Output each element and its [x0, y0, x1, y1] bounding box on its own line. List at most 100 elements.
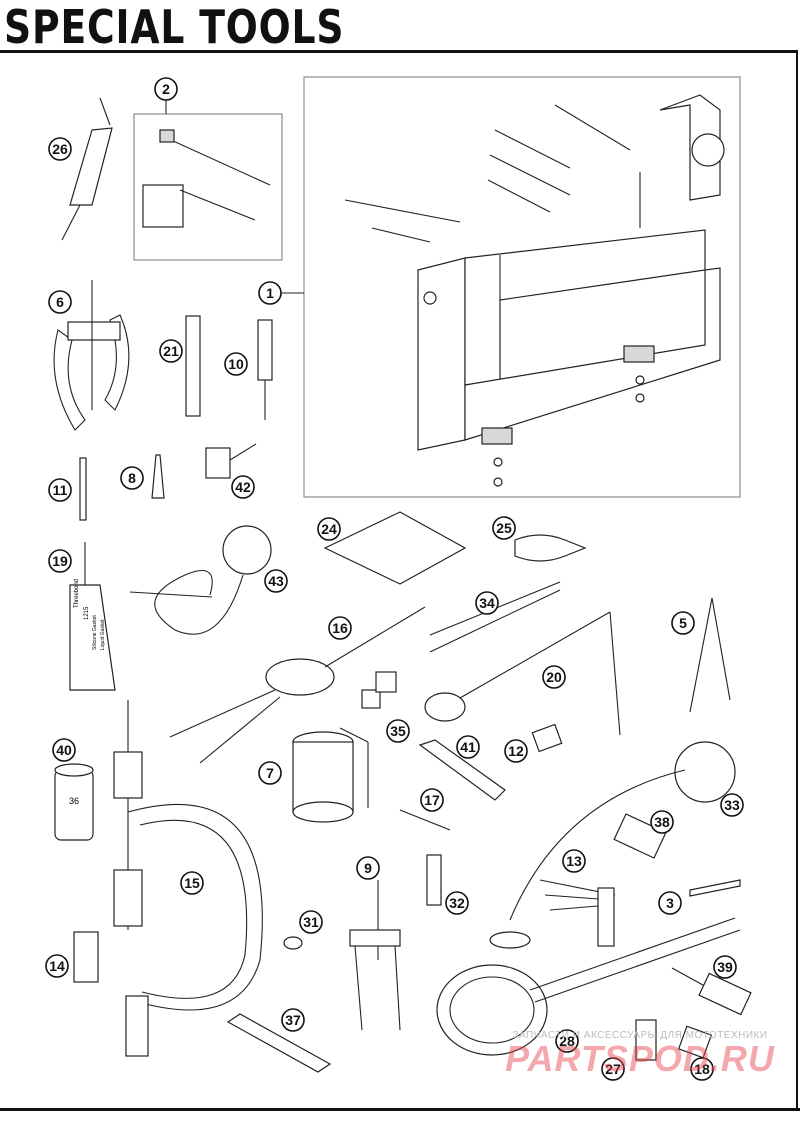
callout-10: 10 [224, 352, 248, 376]
callout-3: 3 [658, 891, 682, 915]
tool-36-drawing [375, 671, 397, 693]
tool-28-drawing [436, 917, 741, 1056]
watermark-logo: PARTSPOD.RU [505, 1038, 775, 1079]
tool-6-drawing [53, 280, 130, 431]
tool-13-drawing [539, 879, 616, 947]
svg-text:12: 12 [508, 743, 524, 759]
callout-7: 7 [258, 761, 282, 785]
callout-37: 37 [281, 1008, 305, 1032]
tool-7-drawing [292, 727, 369, 823]
callout-32: 32 [445, 891, 469, 915]
svg-text:3: 3 [666, 895, 674, 911]
tool-20-drawing [424, 611, 621, 736]
callout-15: 15 [180, 871, 204, 895]
svg-text:33: 33 [724, 797, 740, 813]
tool-2-box [133, 113, 283, 261]
tool-42-drawing [205, 443, 257, 479]
tool-5-drawing [689, 597, 731, 713]
sealant-label-4: Liquid Gasket [100, 619, 106, 650]
svg-text:8: 8 [128, 470, 136, 486]
tool-34-drawing [429, 581, 561, 653]
watermark: ЗАПЧАСТИ И АКСЕССУАРЫ ДЛЯ МОТОТЕХНИКИ PA… [490, 1030, 790, 1077]
callout-33: 33 [720, 793, 744, 817]
tool-39-drawing [671, 967, 752, 1016]
svg-text:10: 10 [228, 356, 244, 372]
svg-text:11: 11 [53, 482, 68, 498]
callout-12: 12 [504, 739, 528, 763]
callout-31: 31 [299, 910, 323, 934]
tool-17-drawing [399, 809, 451, 831]
callout-26: 26 [48, 137, 72, 161]
tool-15-drawing [113, 700, 263, 1057]
callout-17: 17 [420, 788, 444, 812]
page-title: SPECIAL TOOLS [4, 0, 345, 54]
svg-text:17: 17 [424, 792, 440, 808]
svg-text:26: 26 [52, 141, 68, 157]
tool-11-drawing [79, 457, 87, 521]
callout-28: 28 [555, 1029, 579, 1053]
svg-text:27: 27 [605, 1061, 621, 1077]
tool-24-drawing [323, 511, 467, 585]
callout-6: 6 [48, 290, 72, 314]
callout-14: 14 [45, 954, 69, 978]
svg-text:6: 6 [56, 294, 64, 310]
svg-text:2: 2 [162, 81, 170, 97]
svg-text:37: 37 [285, 1012, 301, 1028]
svg-text:13: 13 [566, 853, 582, 869]
sealant-label-1: Threebond [74, 579, 80, 608]
svg-text:9: 9 [364, 860, 372, 876]
callout-9: 9 [356, 856, 380, 880]
callout-1: 1 [258, 281, 282, 305]
callout-40: 40 [52, 738, 76, 762]
tool-2-drawing [142, 129, 271, 228]
tool-27-drawing [635, 1019, 657, 1061]
callout-19: 19 [48, 549, 72, 573]
svg-text:39: 39 [717, 959, 733, 975]
tool-14-drawing [73, 931, 99, 983]
tool-8-drawing [151, 454, 165, 499]
callout-43: 43 [264, 569, 288, 593]
callout-39: 39 [713, 955, 737, 979]
tool-33-drawing [489, 741, 736, 949]
callout-5: 5 [671, 611, 695, 635]
svg-text:7: 7 [266, 765, 274, 781]
svg-text:24: 24 [321, 521, 337, 537]
callout-42: 42 [231, 475, 255, 499]
engine-stand-drawing [344, 94, 725, 487]
tool-31-drawing [283, 936, 303, 950]
tool-41-drawing [418, 739, 506, 801]
tool-10-drawing [257, 319, 273, 420]
callout-34: 34 [475, 591, 499, 615]
callout-2: 2 [154, 77, 178, 101]
callout-24: 24 [317, 517, 341, 541]
svg-text:19: 19 [52, 553, 68, 569]
tool-12-drawing [531, 723, 563, 753]
callout-21: 21 [159, 339, 183, 363]
svg-text:34: 34 [479, 595, 495, 611]
callout-18: 18 [690, 1057, 714, 1081]
tool-26-drawing [61, 97, 113, 241]
engine-stand-box [303, 76, 741, 498]
bottom-rule [0, 1108, 800, 1111]
tool-3-drawing [689, 879, 741, 897]
svg-text:25: 25 [496, 520, 512, 536]
svg-text:35: 35 [390, 723, 406, 739]
svg-text:16: 16 [332, 620, 348, 636]
tool-19-drawing [69, 542, 116, 691]
callout-20: 20 [542, 665, 566, 689]
tool-35-drawing [361, 689, 381, 709]
tool-9-drawing [349, 880, 401, 1031]
svg-text:42: 42 [235, 479, 251, 495]
tool-38-drawing [613, 813, 667, 859]
callout-27: 27 [601, 1057, 625, 1081]
sealant-label-2: 1215 [84, 606, 90, 620]
tool-18-drawing [677, 1025, 713, 1059]
tool-32-drawing [426, 854, 442, 906]
svg-text:15: 15 [184, 875, 200, 891]
watermark-tagline: ЗАПЧАСТИ И АКСЕССУАРЫ ДЛЯ МОТОТЕХНИКИ [512, 1030, 768, 1041]
svg-text:20: 20 [546, 669, 562, 685]
tool-16-drawing [169, 606, 426, 764]
svg-text:31: 31 [303, 914, 319, 930]
svg-text:38: 38 [654, 814, 670, 830]
